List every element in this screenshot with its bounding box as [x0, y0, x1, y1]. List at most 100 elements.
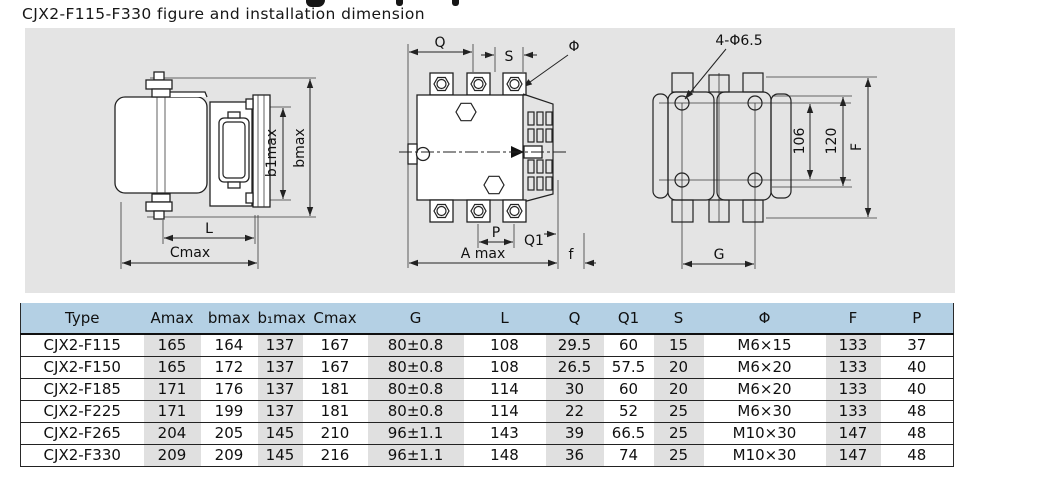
terminal	[502, 72, 527, 96]
type-cell: CJX2-F330	[20, 444, 144, 467]
mounting-view-drawing: 4-Φ6.5 106 120 F G	[652, 33, 877, 269]
value-cell: 29.5	[545, 334, 604, 357]
dim-label-f-height: F	[849, 143, 865, 151]
value-cell: 20	[653, 356, 704, 379]
col-header-3: b₁max	[257, 303, 306, 335]
col-header-11: F	[825, 303, 881, 335]
value-cell: 108	[463, 356, 546, 379]
dim-label-106: 106	[792, 128, 808, 155]
dim-label-q1: Q1	[524, 233, 544, 249]
value-cell: 133	[825, 400, 881, 423]
value-cell: 25	[653, 444, 704, 467]
value-cell: 60	[603, 334, 654, 357]
value-cell: 36	[545, 444, 604, 467]
value-cell: 143	[463, 422, 546, 445]
page-title: CJX2-F115-F330 figure and installation d…	[22, 5, 425, 23]
value-cell: 52	[603, 400, 654, 423]
value-cell: 137	[257, 378, 303, 401]
value-cell: 164	[200, 334, 258, 357]
terminal	[466, 72, 491, 96]
mounting-hole	[747, 95, 763, 111]
col-header-2: bmax	[200, 303, 258, 335]
type-cell: CJX2-F115	[20, 334, 144, 357]
col-header-10: Φ	[703, 303, 826, 335]
type-cell: CJX2-F150	[20, 356, 144, 379]
col-header-7: Q	[545, 303, 604, 335]
dim-label-phi: Φ	[568, 39, 579, 55]
value-cell: 210	[302, 422, 368, 445]
value-cell: 167	[302, 356, 368, 379]
value-cell: M10×30	[703, 422, 826, 445]
value-cell: M6×20	[703, 356, 826, 379]
mounting-hole	[747, 172, 763, 188]
value-cell: 74	[603, 444, 654, 467]
dim-label-s: S	[505, 49, 514, 65]
value-cell: 60	[603, 378, 654, 401]
value-cell: 66.5	[603, 422, 654, 445]
value-cell: 133	[825, 356, 881, 379]
dim-label-amax: A max	[461, 246, 506, 262]
aux-contact-slots	[527, 111, 553, 191]
value-cell: 209	[200, 444, 258, 467]
installation-drawings: b1max bmax L Cmax Q S Φ	[114, 33, 877, 269]
col-header-8: Q1	[603, 303, 654, 335]
dim-label-l: L	[205, 221, 213, 237]
mounting-hole	[674, 95, 690, 111]
col-header-12: P	[880, 303, 954, 335]
value-cell: 40	[880, 378, 954, 401]
value-cell: 48	[880, 422, 954, 445]
value-cell: 199	[200, 400, 258, 423]
value-cell: 39	[545, 422, 604, 445]
value-cell: 80±0.8	[367, 400, 464, 423]
value-cell: 137	[257, 334, 303, 357]
value-cell: 172	[200, 356, 258, 379]
value-cell: 209	[143, 444, 201, 467]
value-cell: 145	[257, 444, 303, 467]
col-header-0: Type	[20, 303, 144, 335]
value-cell: 80±0.8	[367, 356, 464, 379]
value-cell: 216	[302, 444, 368, 467]
value-cell: 26.5	[545, 356, 604, 379]
clipped-heading-fragment	[396, 0, 403, 6]
dim-label-bmax: bmax	[292, 128, 308, 167]
value-cell: 171	[143, 400, 201, 423]
holes-label: 4-Φ6.5	[715, 33, 762, 49]
terminal	[429, 72, 454, 96]
value-cell: 137	[257, 356, 303, 379]
col-header-1: Amax	[143, 303, 201, 335]
mounting-foot-left	[667, 91, 715, 201]
clipped-heading-fragment	[306, 0, 325, 7]
aux-contact-block	[522, 93, 554, 203]
value-cell: M6×30	[703, 400, 826, 423]
terminal	[502, 199, 527, 223]
value-cell: 171	[143, 378, 201, 401]
value-cell: 204	[143, 422, 201, 445]
value-cell: 181	[302, 378, 368, 401]
mounting-hole	[674, 172, 690, 188]
side-view-drawing: b1max bmax L Cmax	[114, 71, 316, 269]
type-cell: CJX2-F185	[20, 378, 144, 401]
value-cell: 181	[302, 400, 368, 423]
value-cell: 205	[200, 422, 258, 445]
value-cell: 96±1.1	[367, 422, 464, 445]
value-cell: 165	[143, 356, 201, 379]
col-header-5: G	[367, 303, 464, 335]
value-cell: 145	[257, 422, 303, 445]
value-cell: 96±1.1	[367, 444, 464, 467]
value-cell: 147	[825, 422, 881, 445]
type-cell: CJX2-F265	[20, 422, 144, 445]
dim-label-b1max: b1max	[264, 129, 280, 177]
col-header-9: S	[653, 303, 704, 335]
value-cell: 30	[545, 378, 604, 401]
value-cell: M10×30	[703, 444, 826, 467]
value-cell: 165	[143, 334, 201, 357]
clipped-heading-fragment	[452, 0, 459, 6]
